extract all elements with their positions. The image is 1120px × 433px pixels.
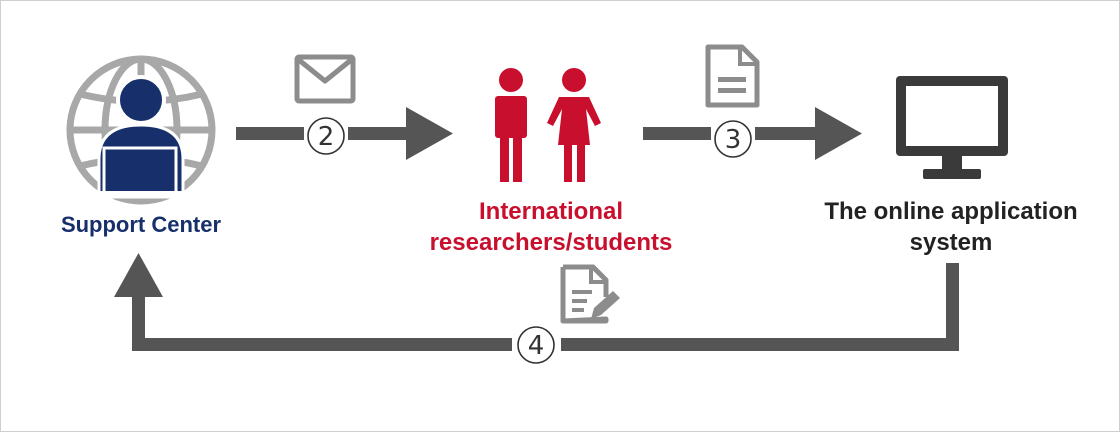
- document-icon: [705, 44, 760, 108]
- edit-document-icon: [560, 264, 620, 324]
- operator-person-icon: [94, 75, 186, 199]
- researchers-students-icon: [495, 68, 601, 182]
- step-2-circle: [307, 117, 345, 155]
- online-system-label: The online application system: [806, 196, 1096, 258]
- female-figure-icon: [547, 68, 601, 182]
- online-system-line2: system: [909, 229, 993, 256]
- online-system-line1: The online application: [824, 198, 1078, 225]
- support-center-text: Support Center: [60, 212, 222, 237]
- step-3-number: 3: [725, 125, 742, 155]
- arrow-step-4: [114, 253, 959, 351]
- step-4-number: 4: [528, 331, 545, 361]
- support-center-icon: [66, 55, 216, 205]
- envelope-icon: [294, 54, 356, 104]
- step-3-circle: [714, 120, 752, 158]
- international-line1: International: [478, 198, 623, 225]
- international-label: International researchers/students: [401, 196, 701, 258]
- step-4-circle: [517, 326, 555, 364]
- male-figure-icon: [495, 68, 527, 182]
- arrow-step-3: [643, 107, 862, 160]
- international-line2: researchers/students: [429, 229, 673, 256]
- arrow-step-2: [236, 107, 453, 160]
- monitor-icon: [896, 76, 1008, 179]
- step-2-number: 2: [318, 122, 335, 152]
- support-center-label: Support Center: [31, 211, 251, 239]
